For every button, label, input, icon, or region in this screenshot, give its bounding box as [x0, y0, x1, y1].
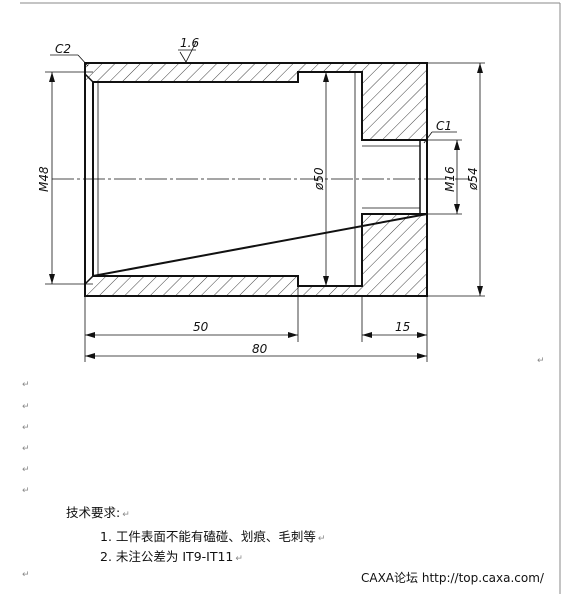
- tech-requirement-item-text: 2. 未注公差为 IT9-IT11: [100, 549, 234, 564]
- tech-requirements-title-text: 技术要求:: [66, 505, 121, 520]
- chamfer-left-top: [84, 73, 94, 83]
- hatch-top-wall: [85, 63, 427, 140]
- paragraph-mark: ↵: [22, 402, 30, 412]
- part-section: [84, 62, 428, 297]
- outer-outline: [84, 62, 428, 297]
- hatch-bottom-wall: [85, 214, 427, 296]
- dim-m16: M16: [443, 166, 457, 192]
- tech-requirement-item: 1. 工件表面不能有磕碰、划痕、毛刺等↵: [100, 526, 325, 545]
- dim-50: 50: [193, 320, 209, 334]
- tech-requirements-title: 技术要求:↵: [66, 502, 130, 521]
- paragraph-mark: ↵: [317, 534, 326, 544]
- dim-c2: C2: [55, 42, 71, 56]
- dim-roughness: 1.6: [180, 36, 199, 50]
- tech-requirement-item: 2. 未注公差为 IT9-IT11↵: [100, 546, 243, 565]
- paragraph-mark: ↵: [22, 465, 30, 475]
- paragraph-mark: ↵: [22, 380, 30, 390]
- paragraph-mark: ↵: [22, 486, 30, 496]
- dim-phi50: ø50: [312, 167, 326, 191]
- paragraph-mark: ↵: [22, 444, 30, 454]
- dim-c1: C1: [436, 119, 452, 133]
- dim-80: 80: [252, 342, 268, 356]
- chamfer-left-bottom: [84, 275, 94, 285]
- paragraph-mark: ↵: [22, 570, 30, 580]
- paragraph-mark: ↵: [537, 356, 545, 366]
- dim-m48: M48: [37, 166, 51, 192]
- dimension-lines: [45, 41, 485, 362]
- arrowheads: [49, 63, 483, 359]
- footer-watermark: CAXA论坛 http://top.caxa.com/: [361, 571, 544, 585]
- dim-15: 15: [395, 320, 410, 334]
- dim-phi54: ø54: [466, 167, 480, 191]
- paragraph-mark: ↵: [122, 510, 130, 520]
- paragraph-mark: ↵: [22, 423, 30, 433]
- tech-requirement-item-text: 1. 工件表面不能有磕碰、划痕、毛刺等: [100, 529, 316, 544]
- paragraph-mark: ↵: [235, 554, 243, 564]
